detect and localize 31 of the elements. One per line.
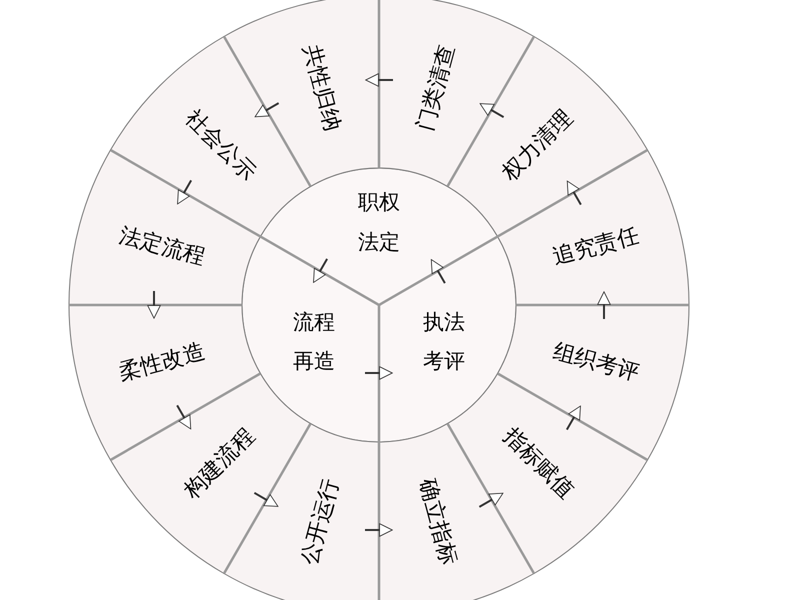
arrow: [365, 73, 393, 87]
arrow: [566, 180, 582, 206]
segment-label: 门类清查: [415, 42, 460, 133]
arrow: [313, 258, 328, 283]
arrow: [254, 492, 278, 507]
arrow: [480, 103, 504, 118]
arrow: [365, 523, 393, 537]
arrow: [147, 291, 161, 319]
arrow: [365, 366, 393, 380]
segment-label: 组织考评: [550, 341, 642, 386]
segment-label: 追究责任: [550, 224, 642, 269]
arrow: [176, 404, 192, 430]
center-sector: [259, 167, 499, 306]
arrow: [430, 259, 446, 284]
segment-label: 确立指标: [415, 476, 460, 568]
sector-label: 流程再造: [292, 308, 336, 376]
segment-label: 社会公示: [181, 107, 259, 185]
arrow: [597, 291, 611, 319]
segment-label: 构建流程: [181, 425, 259, 503]
arrow: [566, 406, 581, 430]
sector-label: 执法考评: [422, 308, 466, 376]
arrow: [177, 180, 192, 204]
segment-label: 柔性改造: [116, 341, 207, 386]
segment-label: 公开运行: [298, 476, 343, 568]
segment-label: 法定流程: [116, 224, 207, 269]
arrow: [254, 102, 280, 118]
sector-label: 职权法定: [357, 189, 401, 256]
segment-label: 共性归纳: [298, 42, 343, 133]
segment-label: 权力清理: [499, 107, 577, 185]
segment-label: 指标赋值: [499, 425, 577, 503]
arrow: [478, 492, 504, 508]
